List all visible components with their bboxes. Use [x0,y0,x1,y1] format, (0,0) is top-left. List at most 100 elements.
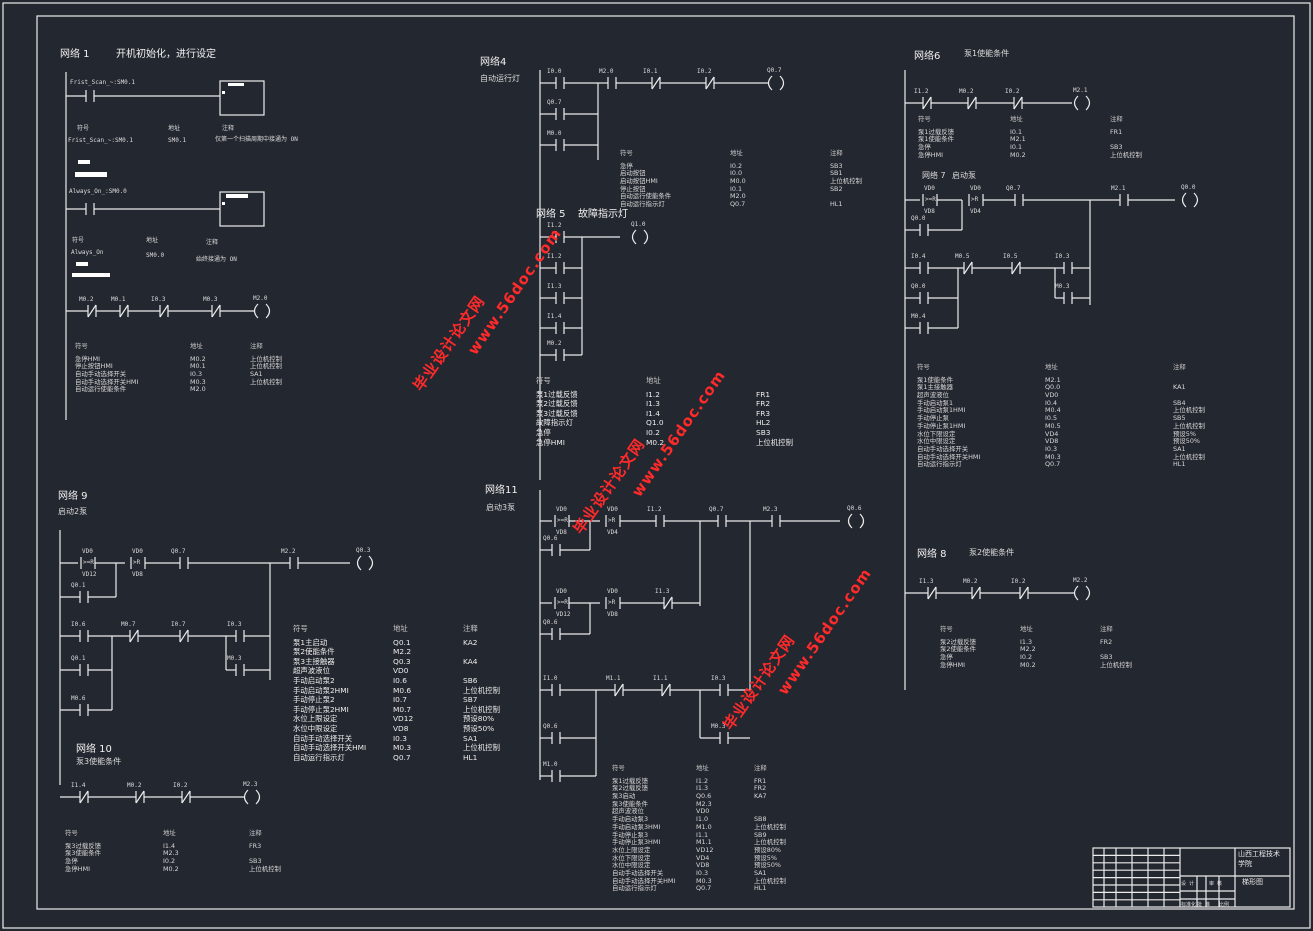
network8-comment: 泵2使能条件 [969,548,1015,557]
table-cell: I1.2 [646,389,660,399]
compare-operator: >=R [557,599,568,606]
contact-label: M0.3 [203,296,218,303]
contact-label: I0.3 [227,621,242,628]
table-cell: 泵3主接触器 [293,656,335,666]
table-cell: I0.5 [1045,414,1058,423]
table-cell: 地址 [1020,625,1033,633]
contact-slash [922,96,932,110]
table-cell: 自动运行指示灯 [917,460,962,469]
network6-title: 网络6 [914,51,941,62]
table-cell: VD12 [696,845,714,854]
table-cell: M1.0 [696,822,712,831]
table-cell: 地址 [163,829,176,837]
coil-right-arc [255,789,261,805]
table-cell: SB8 [754,815,767,824]
table-cell: 自动运行指示灯 [620,200,665,209]
table-cell: I0.1 [1010,143,1023,152]
table-cell: 手动停止泵1HMI [917,421,966,430]
table-cell: FR1 [754,776,767,785]
table-cell: 地址 [1010,115,1023,123]
table-cell: 泵2使能条件 [940,645,977,654]
table-cell: M0.3 [696,876,712,885]
table-cell: 注释 [1100,625,1113,633]
network11-comment: 启动3泵 [486,503,516,512]
compare-top-label: VD0 [607,588,618,595]
table-cell: I0.7 [393,695,407,705]
coil-right-arc [1193,192,1199,208]
contact-label: M0.1 [111,296,126,303]
table-cell: 上位机控制 [1173,421,1205,430]
compare-operator: >R [133,559,141,566]
network4-title: 网络4 [480,57,507,68]
contact-label: M0.3 [1055,283,1070,290]
table-cell: M1.1 [696,838,712,847]
table-cell: 急停 [620,161,633,170]
coil-right-arc [779,75,785,91]
table-cell: 自动运行使能条件 [75,385,127,394]
contact-label: M0.2 [547,340,562,347]
contact-label: M2.2 [281,548,296,555]
table-cell: 泵3过载反馈 [536,408,578,418]
table-cell: SA1 [250,370,263,379]
table-cell: 泵2过载反馈 [612,784,649,793]
title-school: 山西工程技术学院 [1238,850,1280,868]
table-cell: 符号 [620,149,633,157]
table-cell: VD8 [1045,437,1059,446]
coil-label: Q0.6 [847,505,862,512]
contact-label: I1.3 [547,283,562,290]
contact-label: Q0.7 [547,99,562,106]
table-cell: SB3 [249,857,262,866]
compare-top-label: VD0 [556,506,567,513]
table-cell: 地址 [730,149,743,157]
table-cell: I0.3 [696,868,709,877]
table-cell: 自动手动选择开关 [612,868,664,877]
table-cell: FR2 [756,399,771,409]
contact-label: I0.7 [171,621,186,628]
box-fill [222,91,225,94]
table-cell: 水位中限设定 [293,723,338,733]
mark-fill [72,273,110,277]
table-cell: 上位机控制 [250,354,282,363]
table-cell: 上位机控制 [249,864,281,873]
table-cell: 自动运行指示灯 [612,884,657,893]
table-cell: M2.3 [696,799,712,808]
table-cell: 地址 [146,237,159,244]
coil-label: Q0.7 [767,67,782,74]
table-cell: 超声波液位 [917,391,949,400]
contact-label: I0.3 [1055,253,1070,260]
network9-comment: 启动2泵 [58,507,88,516]
table-cell: SM0.1 [168,137,187,144]
table-cell: 手动停止泵3HMI [612,838,661,847]
coil-right-arc [859,513,865,529]
table-cell: 自动运行指示灯 [293,752,345,762]
network10-title: 网络 10 [76,744,112,755]
table-cell: I0.2 [163,857,176,866]
contact-slash [1019,586,1029,600]
contact-label: M0.4 [911,313,926,320]
table-cell: 启动按钮HMI [620,177,658,186]
compare-top-label: VD0 [82,548,93,555]
coil-left-arc [1073,585,1079,601]
table-cell: M0.0 [730,177,746,186]
table-cell: HL2 [756,418,771,428]
mark-fill [76,262,88,266]
contact-label: Q0.7 [709,506,724,513]
table-cell: I0.2 [646,427,660,437]
table-cell: 泵1主启动 [293,637,328,647]
contact-label: I1.1 [653,675,668,682]
contact-label: I1.4 [71,782,86,789]
inner-frame [36,15,1295,910]
table-cell: Q0.7 [1045,460,1061,469]
table-cell: M0.2 [190,354,206,363]
table-cell: M0.3 [393,743,412,753]
table-cell: 预设80% [463,714,495,724]
table-cell: SB2 [830,184,843,193]
table-cell: I0.2 [730,161,743,170]
network1-title: 网络 1 [60,49,90,60]
table-cell: I0.1 [730,184,743,193]
table-cell: 手动启动泵3HMI [612,822,661,831]
table-cell: 急停 [918,143,931,152]
table-cell: 泵3使能条件 [65,849,102,858]
table-cell: 预设5% [1173,429,1196,438]
